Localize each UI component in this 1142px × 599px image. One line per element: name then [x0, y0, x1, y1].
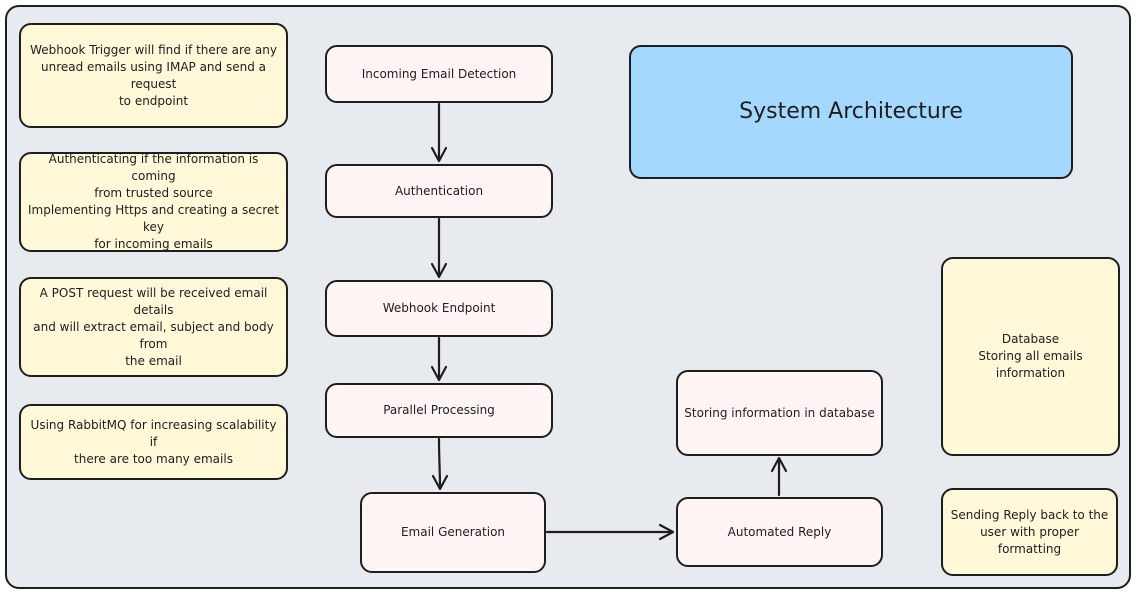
- step-automated-reply: Automated Reply: [676, 497, 883, 567]
- step-webhook-endpoint: Webhook Endpoint: [325, 280, 553, 337]
- note-authenticating: Authenticating if the information is com…: [19, 152, 288, 252]
- note-post-request: A POST request will be received email de…: [19, 277, 288, 377]
- diagram-title: System Architecture: [629, 45, 1073, 179]
- note-sending-reply: Sending Reply back to the user with prop…: [941, 488, 1118, 576]
- step-storing-information: Storing information in database: [676, 370, 883, 456]
- step-incoming-email-detection: Incoming Email Detection: [325, 45, 553, 103]
- step-authentication: Authentication: [325, 164, 553, 218]
- note-webhook-trigger: Webhook Trigger will find if there are a…: [19, 23, 288, 128]
- note-database: Database Storing all emails information: [941, 257, 1120, 456]
- step-email-generation: Email Generation: [360, 492, 546, 573]
- step-parallel-processing: Parallel Processing: [325, 383, 553, 438]
- note-rabbitmq: Using RabbitMQ for increasing scalabilit…: [19, 404, 288, 480]
